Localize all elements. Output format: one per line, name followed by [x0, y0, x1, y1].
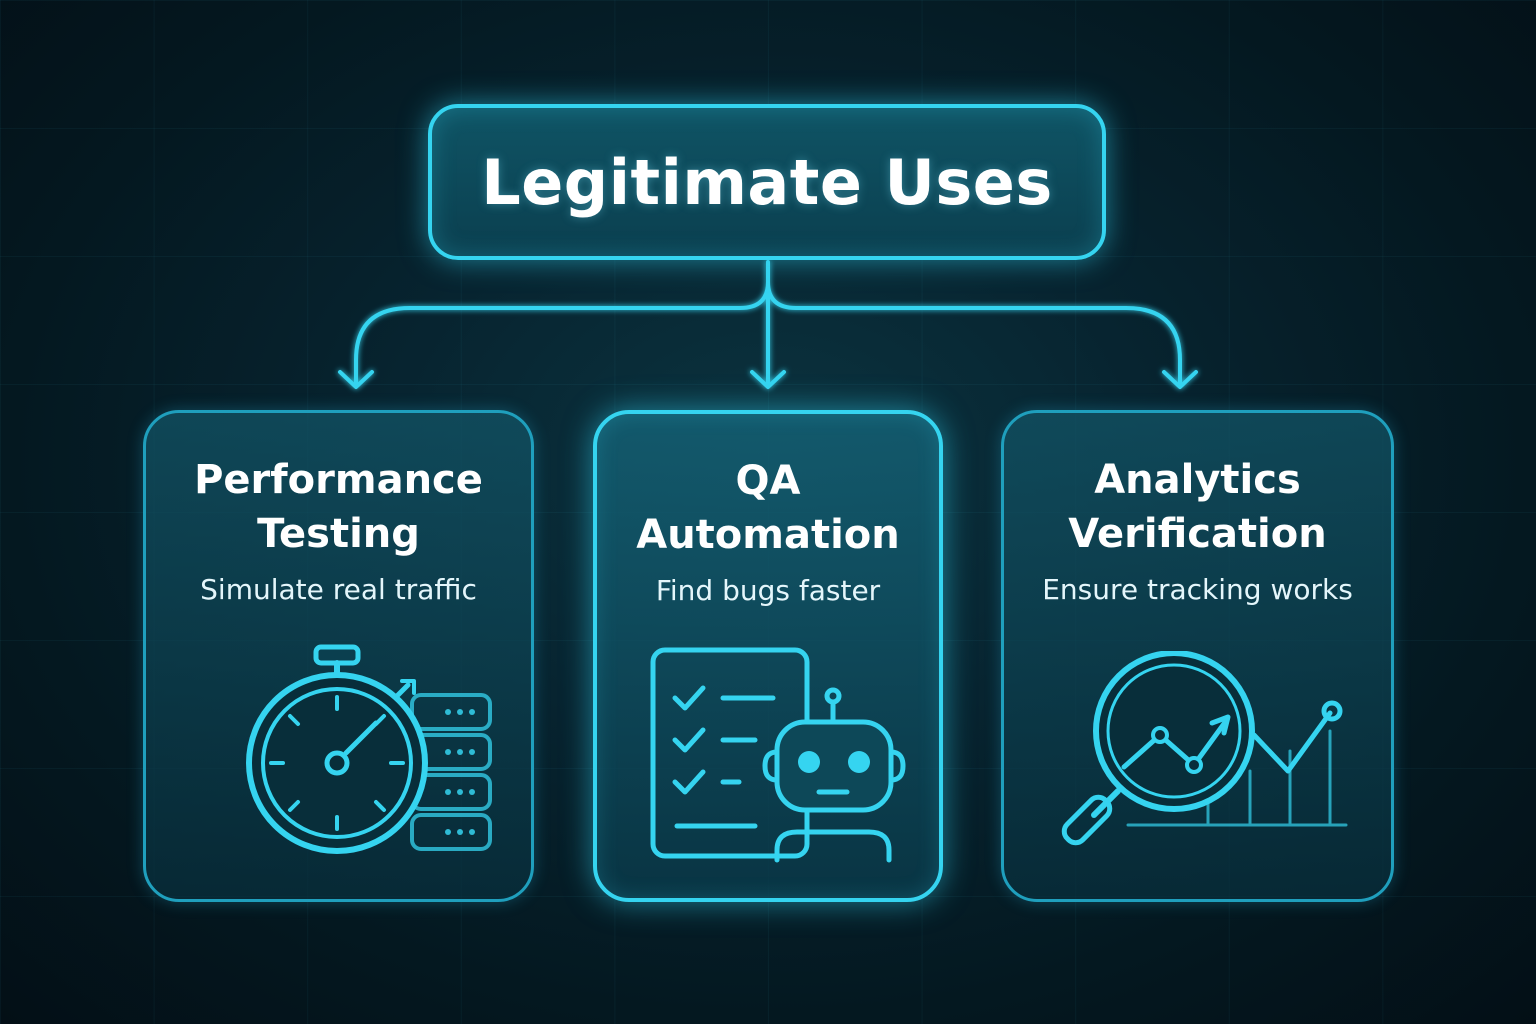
card-performance-testing: Performance Testing Simulate real traffi…	[143, 410, 534, 902]
arrowhead-right	[1162, 370, 1198, 389]
card-title-line: Verification	[1068, 511, 1327, 557]
checklist-robot-icon	[647, 646, 917, 876]
magnifier-chart-icon	[1058, 651, 1358, 871]
card-title: QA Automation	[597, 454, 939, 562]
card-subtitle: Ensure tracking works	[1042, 573, 1353, 606]
arrowhead-center	[750, 370, 786, 389]
card-subtitle: Find bugs faster	[655, 574, 881, 607]
card-title-line: Analytics	[1094, 457, 1301, 503]
card-title-line: Performance	[194, 457, 483, 503]
card-title: Performance Testing	[146, 453, 531, 561]
arrowhead-left	[338, 370, 374, 389]
page-title: Legitimate Uses	[481, 145, 1053, 219]
card-title-line: Testing	[257, 511, 420, 557]
card-title-line: Automation	[636, 512, 900, 558]
card-analytics-verification: Analytics Verification Ensure tracking w…	[1001, 410, 1394, 902]
connector-left	[354, 280, 770, 386]
connector-right	[766, 280, 1182, 386]
stopwatch-server-icon	[242, 639, 502, 869]
card-title-line: QA	[735, 458, 801, 504]
title-box: Legitimate Uses	[428, 104, 1106, 260]
card-subtitle: Simulate real traffic	[200, 573, 477, 606]
card-title: Analytics Verification	[1004, 453, 1391, 561]
card-qa-automation: QA Automation Find bugs faster	[593, 410, 943, 902]
